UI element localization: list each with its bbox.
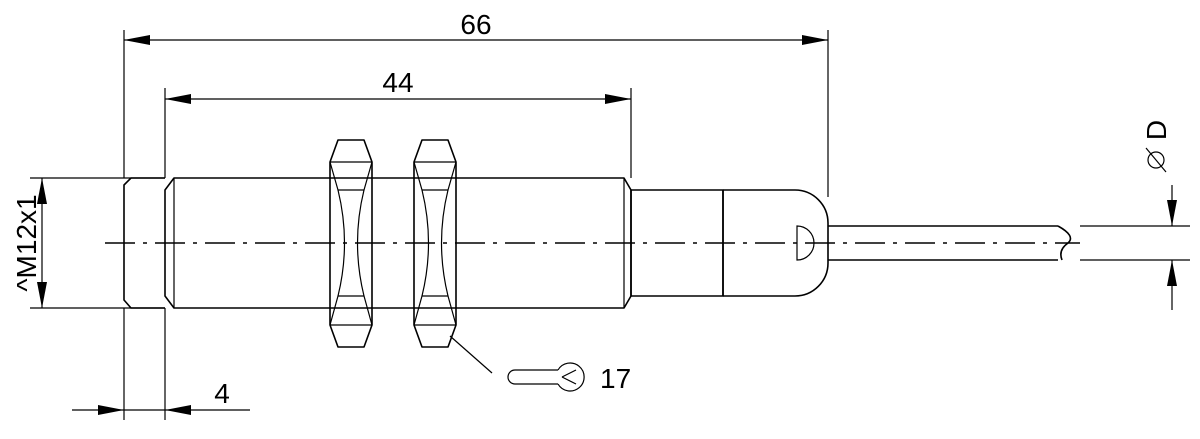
extension-lines	[30, 30, 1190, 420]
wrench-icon	[507, 362, 585, 392]
thread-spec-label: ^M12x1	[11, 194, 42, 291]
cable-diameter-label: D	[1141, 120, 1172, 140]
overall-length-label: 66	[460, 9, 491, 40]
diameter-symbol-icon	[1145, 147, 1167, 173]
dimension-thread-length: 44	[165, 67, 631, 104]
dimension-thread-diameter: ^M12x1	[11, 178, 47, 308]
dimension-front-offset: 4	[72, 378, 250, 415]
thread-length-label: 44	[382, 67, 413, 98]
wrench-size-label: 17	[600, 363, 631, 394]
wrench-callout: 17	[449, 335, 631, 394]
dimension-overall-length: 66	[124, 9, 828, 45]
lock-nut-right	[413, 139, 457, 348]
dimension-cable-diameter: D	[1141, 120, 1177, 310]
front-offset-label: 4	[214, 378, 230, 409]
